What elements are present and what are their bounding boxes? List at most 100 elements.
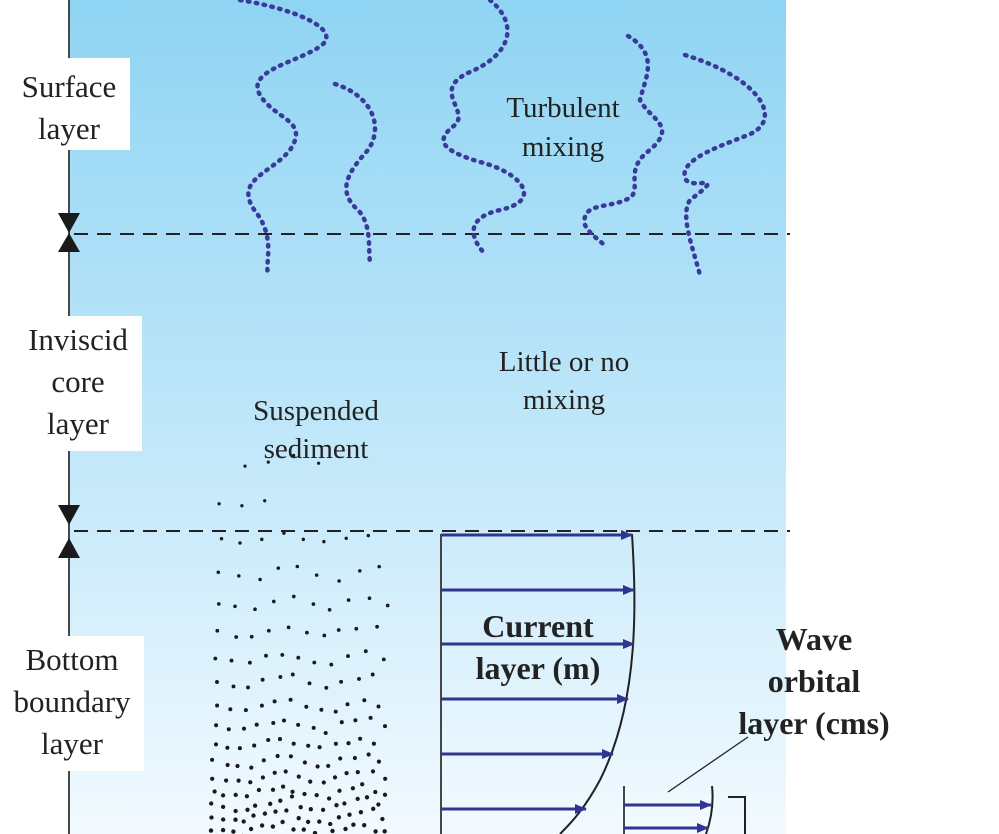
sediment-dot (296, 722, 301, 727)
sediment-dot (268, 801, 273, 806)
sediment-dot (263, 499, 267, 503)
sediment-dot (346, 654, 350, 659)
sediment-dot (266, 460, 270, 464)
sediment-dot (330, 828, 335, 834)
sediment-dot (302, 760, 307, 765)
suspended-sediment-dots (208, 453, 390, 834)
svg-text:layer (m): layer (m) (476, 650, 601, 686)
sediment-dot (266, 628, 271, 633)
sediment-dot (364, 795, 370, 800)
sediment-dot (231, 684, 236, 689)
sediment-dot (272, 699, 277, 704)
sediment-dot (292, 453, 296, 457)
sediment-dot (381, 657, 386, 662)
svg-text:Wave: Wave (776, 621, 852, 657)
sediment-dot (214, 723, 219, 728)
sediment-dot (238, 541, 242, 545)
sediment-dot (259, 703, 264, 708)
sediment-dot (358, 736, 363, 741)
sediment-dot (346, 741, 351, 746)
sediment-dot (352, 755, 357, 761)
sediment-dot (208, 828, 214, 833)
sediment-dot (347, 812, 352, 817)
sediment-dot (305, 819, 311, 825)
svg-text:layer (cms): layer (cms) (738, 705, 889, 741)
sediment-dot (337, 579, 341, 583)
sediment-dot (358, 569, 362, 573)
sediment-dot (212, 789, 217, 794)
sediment-dot (277, 737, 283, 742)
sediment-dot (241, 819, 246, 824)
sediment-dot (301, 827, 306, 832)
sediment-dot (385, 603, 390, 608)
sediment-dot (286, 625, 291, 630)
sediment-dot (258, 577, 262, 582)
sediment-dot (225, 745, 230, 750)
sediment-dot (383, 776, 388, 781)
sediment-dot (311, 602, 316, 606)
sediment-dot (339, 720, 344, 725)
sediment-dot (252, 743, 257, 748)
water-column (70, 0, 786, 834)
sediment-dot (228, 707, 233, 712)
sediment-dot (366, 533, 371, 538)
sediment-dot (371, 741, 376, 746)
sediment-dot (216, 602, 221, 606)
sediment-dot (382, 829, 387, 834)
sediment-dot (260, 537, 264, 542)
sediment-dot (362, 698, 367, 703)
sediment-dot (249, 634, 254, 639)
sediment-dot (236, 778, 241, 783)
sediment-dot (284, 808, 289, 813)
turbulent-mixing-swirls (237, 0, 768, 279)
sediment-dot (273, 809, 278, 814)
sediment-dot (314, 573, 319, 577)
sediment-dot (373, 829, 378, 834)
sediment-dot (382, 792, 388, 797)
sediment-dot (370, 672, 375, 677)
sediment-dot (355, 769, 360, 775)
sediment-dot (220, 793, 226, 798)
sediment-dot (223, 778, 229, 783)
sediment-dot (237, 574, 241, 578)
sediment-dot (312, 830, 318, 834)
suspended-sediment-label: Suspended sediment (253, 395, 379, 465)
sediment-dot (328, 821, 333, 827)
sediment-dot (317, 461, 321, 465)
svg-text:Suspended: Suspended (253, 395, 379, 427)
sediment-dot (333, 741, 338, 746)
sediment-dot (270, 787, 276, 792)
sediment-dot (306, 743, 311, 748)
svg-text:mixing: mixing (522, 131, 604, 163)
sediment-dot (319, 707, 324, 712)
sediment-dot (358, 810, 364, 815)
sediment-dot (289, 794, 295, 799)
sediment-dot (233, 604, 237, 609)
sediment-dot (264, 653, 268, 658)
svg-text:boundary: boundary (13, 684, 131, 719)
sediment-dot (271, 599, 276, 604)
sediment-dot (225, 762, 230, 768)
sediment-dot (246, 685, 250, 690)
sediment-dot (367, 596, 372, 601)
sediment-dot (281, 718, 287, 723)
sediment-dot (376, 802, 381, 807)
sediment-dot (231, 829, 236, 834)
sediment-dot (334, 803, 339, 808)
sediment-dot (262, 811, 268, 816)
sediment-dot (234, 635, 239, 639)
sediment-dot (344, 770, 349, 776)
sediment-dot (290, 789, 295, 794)
sediment-dot (368, 715, 373, 720)
sediment-dot (220, 827, 226, 833)
sediment-dot (254, 722, 259, 727)
sediment-dot (357, 676, 361, 681)
sediment-dot (317, 745, 322, 750)
sediment-dot (377, 564, 381, 569)
surface-layer-label: Surface layer (8, 58, 130, 150)
sediment-dot (371, 806, 376, 811)
sediment-dot (326, 796, 332, 801)
sediment-dot (326, 763, 331, 768)
sediment-dot (209, 815, 214, 820)
